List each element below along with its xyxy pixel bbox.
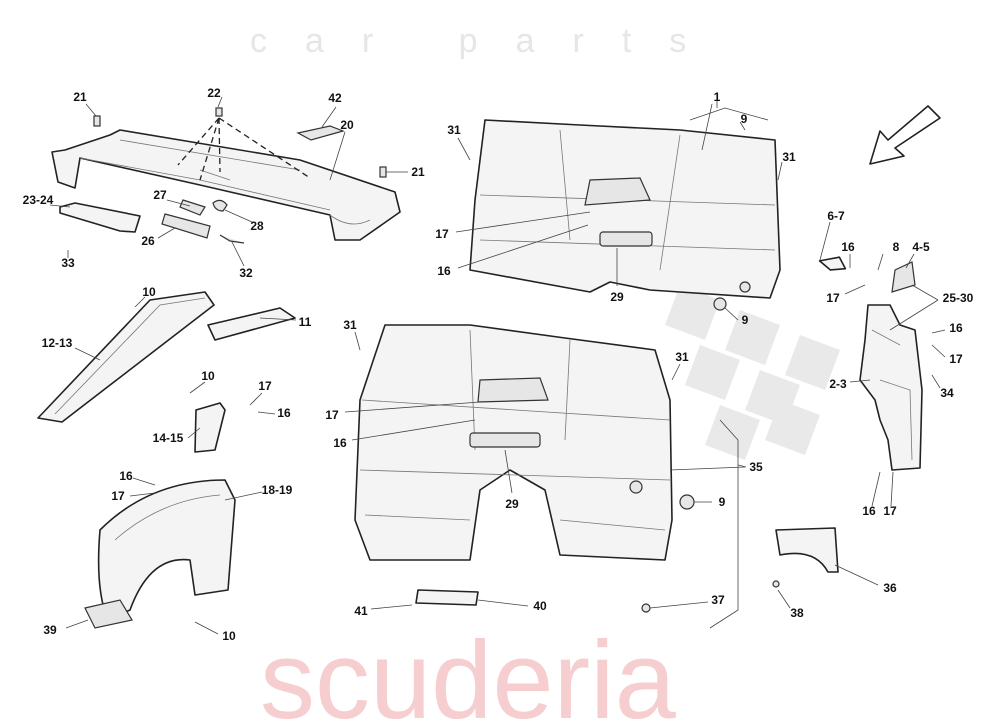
callout: 10 xyxy=(142,285,156,299)
callout: 23-24 xyxy=(23,193,54,207)
callout: 31 xyxy=(782,150,796,164)
callout: 34 xyxy=(940,386,954,400)
callout: 17 xyxy=(111,489,125,503)
callout: 29 xyxy=(505,497,519,511)
callout: 27 xyxy=(153,188,167,202)
callout: 41 xyxy=(354,604,368,618)
part-side-trim-2-3 xyxy=(772,256,923,588)
callouts: 21 22 42 20 21 23-24 27 28 26 32 33 10 1… xyxy=(23,86,974,643)
watermark-sub: car parts xyxy=(250,22,724,60)
callout: 6-7 xyxy=(827,209,845,223)
callout: 39 xyxy=(43,623,57,637)
callout: 36 xyxy=(883,581,897,595)
callout: 9 xyxy=(741,112,748,126)
callout: 16 xyxy=(862,504,876,518)
callout: 14-15 xyxy=(153,431,184,445)
callout: 21 xyxy=(411,165,425,179)
callout: 2-3 xyxy=(829,377,847,391)
callout: 9 xyxy=(719,495,726,509)
callout: 31 xyxy=(343,318,357,332)
leader-lines xyxy=(49,96,946,635)
callout: 38 xyxy=(790,606,804,620)
callout: 10 xyxy=(222,629,236,643)
bracket-1-9 xyxy=(689,100,769,121)
callout: 40 xyxy=(533,599,547,613)
callout: 33 xyxy=(61,256,75,270)
checkered-flag-watermark xyxy=(665,285,840,460)
callout: 16 xyxy=(333,436,347,450)
callout: 17 xyxy=(949,352,963,366)
callout: 20 xyxy=(340,118,354,132)
callout: 9 xyxy=(742,313,749,327)
callout: 17 xyxy=(258,379,272,393)
callout: 16 xyxy=(437,264,451,278)
callout: 42 xyxy=(328,91,342,105)
callout: 22 xyxy=(207,86,221,100)
callout: 1 xyxy=(714,90,721,104)
part-floor-panel-35 xyxy=(354,324,695,613)
callout: 17 xyxy=(826,291,840,305)
callout: 17 xyxy=(883,504,897,518)
part-pillars xyxy=(37,291,296,629)
callout: 32 xyxy=(239,266,253,280)
callout: 16 xyxy=(119,469,133,483)
callout: 31 xyxy=(675,350,689,364)
callout: 28 xyxy=(250,219,264,233)
callout: 18-19 xyxy=(262,483,293,497)
callout: 26 xyxy=(141,234,155,248)
callout: 31 xyxy=(447,123,461,137)
arrow-down-left-icon xyxy=(869,105,941,165)
watermark: scuderia car parts xyxy=(250,22,724,727)
callout: 21 xyxy=(73,90,87,104)
callout: 4-5 xyxy=(912,240,930,254)
callout: 12-13 xyxy=(42,336,73,350)
callout: 11 xyxy=(299,315,312,329)
callout: 35 xyxy=(749,460,763,474)
callout: 17 xyxy=(325,408,339,422)
callout: 8 xyxy=(893,240,900,254)
callout: 37 xyxy=(711,593,725,607)
part-small-trims xyxy=(59,199,245,244)
callout: 16 xyxy=(841,240,855,254)
watermark-brand: scuderia xyxy=(260,619,677,727)
part-shelf-20 xyxy=(51,107,401,241)
callout: 25-30 xyxy=(943,291,974,305)
callout: 16 xyxy=(277,406,291,420)
callout: 10 xyxy=(201,369,215,383)
part-rear-panel-1 xyxy=(469,119,781,311)
callout: 16 xyxy=(949,321,963,335)
callout: 17 xyxy=(435,227,449,241)
callout: 29 xyxy=(610,290,624,304)
